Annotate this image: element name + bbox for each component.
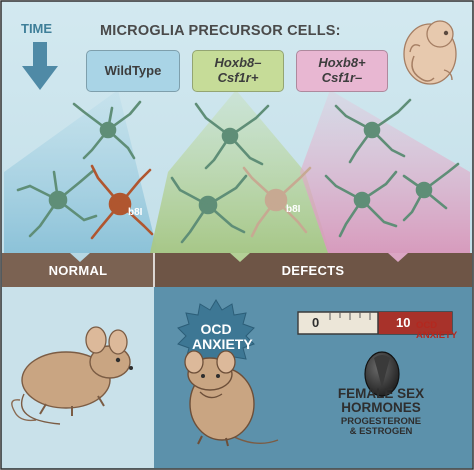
ocd-anxiety-text: OCD ANXIETY — [192, 321, 253, 353]
hoxb8-neg-box: Hoxb8– Csf1r+ — [192, 50, 284, 92]
wildtype-label: WildType — [104, 62, 162, 78]
hoxb8-pos-cone — [300, 90, 470, 253]
hormones-line1: FEMALE SEX — [337, 386, 425, 401]
normal-mouse-illustration — [11, 326, 133, 425]
hormones-line4: & ESTROGEN — [349, 426, 413, 438]
normal-band — [2, 253, 154, 287]
microglia-cell — [170, 174, 248, 244]
dial-ocd-text: OCD — [416, 320, 438, 331]
hormone-knob — [364, 351, 400, 397]
hoxb8-pos-box: Hoxb8+ Csf1r– — [296, 50, 388, 92]
hoxb8-pos-line1: Hoxb8+ — [318, 55, 366, 71]
b8i-label: b8I — [128, 207, 143, 218]
b8i-microglia-cell — [90, 164, 154, 240]
ocd-scale-dial — [297, 311, 453, 335]
band-notch — [70, 253, 90, 262]
dial-min-label: 0 — [312, 315, 320, 330]
embryo-illustration — [403, 20, 457, 85]
microglia-cell — [72, 100, 142, 160]
main-title: MICROGLIA PRECURSOR CELLS: — [100, 23, 341, 39]
microglia-cell — [324, 170, 398, 238]
microglia-cell — [402, 162, 460, 222]
normal-band-label: NORMAL — [48, 262, 108, 278]
band-notch — [388, 253, 408, 262]
wildtype-box: WildType — [86, 50, 180, 92]
anxious-mouse-illustration — [184, 350, 279, 447]
anxiety-text: ANXIETY — [192, 336, 253, 353]
microglia-cell — [334, 98, 412, 164]
time-label: TIME — [21, 21, 53, 36]
hoxb8-neg-line1: Hoxb8– — [214, 55, 262, 71]
hormones-line2: HORMONES — [341, 400, 421, 416]
dial-indicator-label: OCD ANXIETY — [416, 321, 457, 341]
dial-anxiety-text: ANXIETY — [416, 329, 458, 341]
band-notch — [230, 253, 250, 262]
defects-band — [154, 253, 472, 287]
b8i-microglia-cell-faded — [242, 166, 312, 238]
hormones-label: FEMALE SEX HORMONES PROGESTERONE & ESTRO… — [318, 386, 444, 438]
hoxb8-pos-line2: Csf1r– — [321, 70, 363, 85]
dial-max-label: 10 — [396, 315, 411, 330]
hoxb8-neg-cone — [150, 90, 330, 253]
microglia-cell — [194, 102, 270, 170]
ocd-text: OCD — [200, 321, 232, 337]
hoxb8-neg-line2: Csf1r+ — [217, 70, 259, 85]
time-arrow — [22, 42, 58, 90]
microglia-cell — [16, 168, 98, 238]
b8i-label-faded: b8I — [286, 204, 301, 215]
defects-band-label: DEFECTS — [281, 262, 345, 278]
hormones-line3: PROGESTERONE — [340, 416, 422, 428]
